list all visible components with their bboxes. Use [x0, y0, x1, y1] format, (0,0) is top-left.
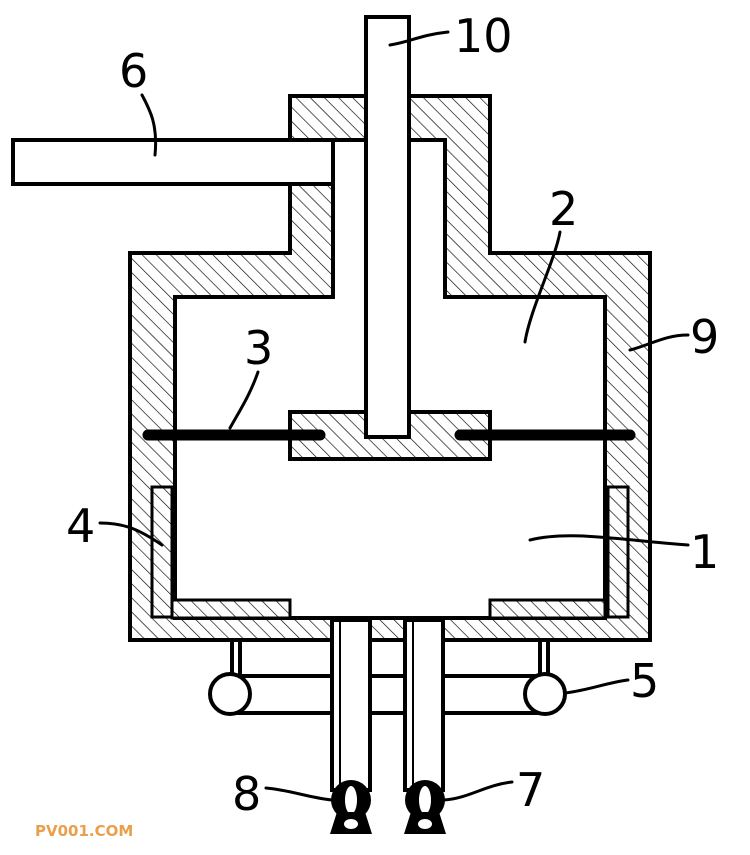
label-5: 5 — [630, 654, 659, 708]
side-strip-right — [606, 485, 630, 619]
tube-left — [330, 618, 372, 792]
leader-7 — [442, 780, 514, 802]
leader-4 — [98, 521, 164, 547]
housing-wall — [128, 94, 652, 642]
label-9: 9 — [690, 310, 719, 364]
leader-9 — [628, 333, 690, 352]
leader-6 — [140, 93, 158, 157]
roller-bar — [228, 674, 547, 715]
label-1: 1 — [690, 525, 719, 579]
leader-3 — [228, 370, 260, 430]
label-3: 3 — [244, 321, 273, 375]
pipe-6 — [11, 138, 335, 186]
leader-10 — [388, 30, 450, 47]
leader-1 — [528, 534, 690, 547]
label-10: 10 — [454, 9, 513, 63]
rod-10 — [364, 15, 411, 439]
roller-right — [523, 672, 567, 716]
label-6: 6 — [119, 44, 148, 98]
leader-5 — [563, 678, 630, 695]
bottom-plate-right — [488, 598, 607, 620]
tube-right — [403, 618, 445, 792]
watermark: PV001.COM — [35, 822, 133, 840]
side-strip-left — [150, 485, 174, 619]
roller-left — [208, 672, 252, 716]
leader-8 — [264, 786, 334, 802]
bottom-plate-left — [170, 598, 292, 620]
label-4: 4 — [66, 499, 95, 553]
label-2: 2 — [549, 182, 578, 236]
label-8: 8 — [232, 767, 261, 821]
leader-2 — [523, 230, 562, 344]
label-7: 7 — [516, 763, 545, 817]
